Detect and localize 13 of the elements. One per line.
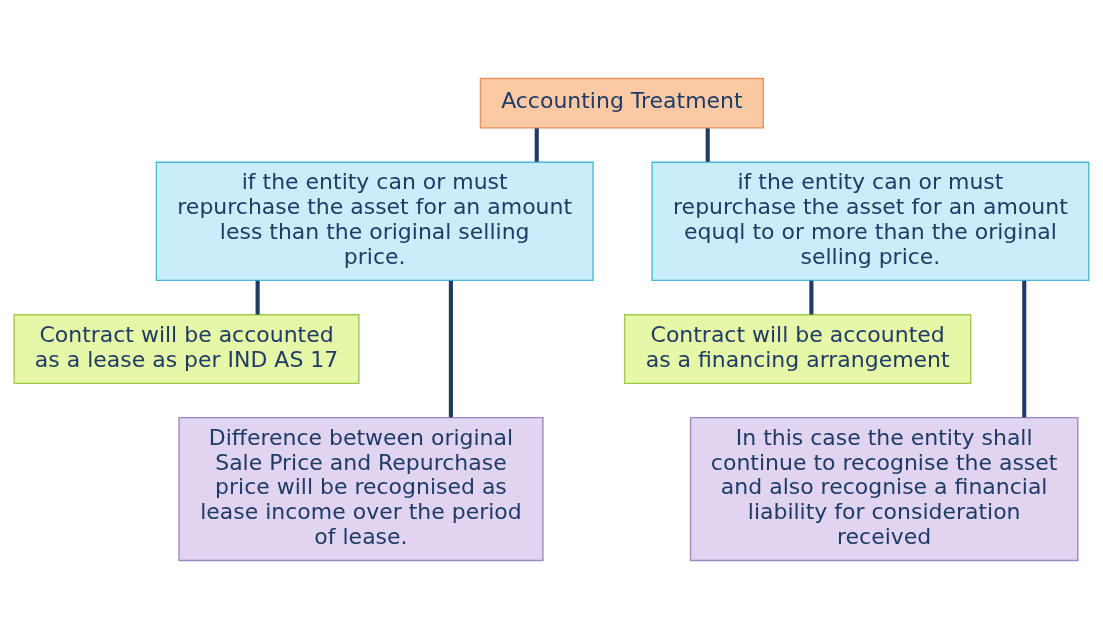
node-box: In this case the entity shall continue to recognise the asset and also recognise a financial liability for consideration received <box>689 416 1079 561</box>
connector <box>255 280 260 314</box>
connector <box>534 127 539 162</box>
node-box: Accounting Treatment <box>479 77 764 129</box>
node-box: Contract will be accounted as a lease as per IND AS 17 <box>13 313 360 384</box>
node-box: if the entity can or must repurchase the asset for an amount less than the original selling price. <box>155 161 594 281</box>
connector <box>809 280 814 314</box>
connector <box>1022 280 1027 417</box>
node-box: Difference between original Sale Price and Repurchase price will be recognised as lease income over the period of lease. <box>178 416 544 561</box>
node-box: if the entity can or must repurchase the asset for an amount equql to or more than the original selling price. <box>651 161 1090 281</box>
connector <box>705 127 710 162</box>
node-box: Contract will be accounted as a financing arrangement <box>623 313 972 384</box>
connector <box>448 280 453 417</box>
